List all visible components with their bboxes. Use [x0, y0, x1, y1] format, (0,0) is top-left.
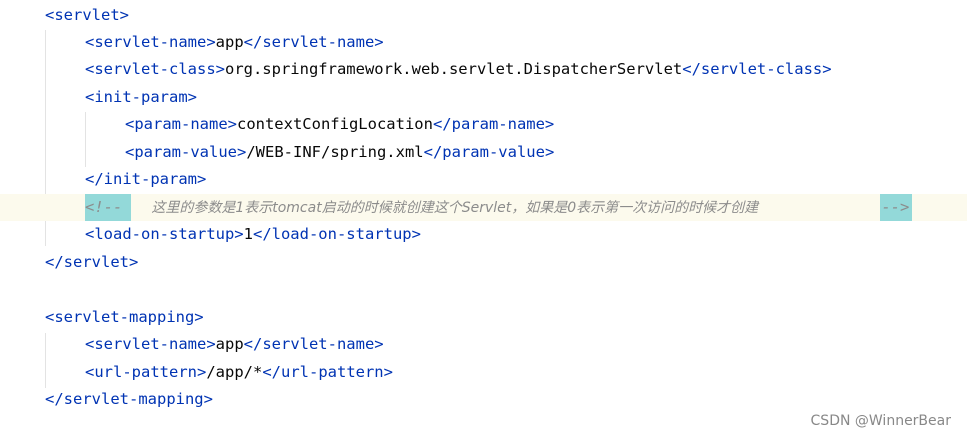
xml-tag: <init-param>: [85, 88, 197, 106]
xml-tag: <load-on-startup>: [85, 225, 244, 243]
xml-text: app: [215, 335, 244, 353]
xml-tag: <param-value>: [125, 143, 247, 161]
xml-comment: 这里的参数是1表示tomcat启动的时候就创建这个Servlet，如果是0表示第…: [151, 200, 759, 216]
xml-tag: <servlet-mapping>: [45, 308, 204, 326]
watermark: CSDN @WinnerBear: [810, 413, 951, 429]
code-line-7[interactable]: </init-param>: [0, 166, 967, 193]
xml-tag: </servlet>: [45, 253, 139, 271]
xml-text: 1: [243, 225, 253, 243]
xml-tag: </url-pattern>: [262, 363, 393, 381]
indent-guide: [85, 112, 86, 167]
xml-text: org.springframework.web.servlet.Dispatch…: [224, 60, 683, 78]
code-line-6[interactable]: <param-value>/WEB-INF/spring.xml</param-…: [0, 139, 967, 166]
xml-tag: <servlet>: [45, 6, 129, 24]
xml-tag: </init-param>: [85, 170, 207, 188]
xml-tag: </servlet-class>: [682, 60, 832, 78]
xml-tag: <param-name>: [125, 115, 237, 133]
xml-tag: <servlet-class>: [85, 60, 225, 78]
code-line-15[interactable]: </servlet-mapping>: [0, 386, 967, 413]
comment-open-marker: <!--: [85, 194, 132, 221]
xml-text: /app/*: [206, 363, 263, 381]
code-line-4[interactable]: <init-param>: [0, 84, 967, 111]
indent-guide: [45, 333, 46, 388]
indent-guide: [45, 30, 46, 246]
code-line-9[interactable]: <load-on-startup>1</load-on-startup>: [0, 221, 967, 248]
code-line-8-comment[interactable]: <!-- 这里的参数是1表示tomcat启动的时候就创建这个Servlet，如果是…: [0, 194, 967, 221]
xml-tag: <servlet-name>: [85, 335, 216, 353]
xml-tag: <url-pattern>: [85, 363, 207, 381]
code-line-1[interactable]: <servlet>: [0, 2, 967, 29]
comment-close-marker: -->: [880, 194, 913, 221]
code-line-2[interactable]: <servlet-name>app</servlet-name>: [0, 29, 967, 56]
xml-tag: </servlet-mapping>: [45, 390, 213, 408]
xml-tag: </servlet-name>: [243, 33, 384, 51]
xml-text: contextConfigLocation: [236, 115, 433, 133]
xml-tag: <servlet-name>: [85, 33, 216, 51]
code-line-10[interactable]: </servlet>: [0, 249, 967, 276]
xml-text: app: [215, 33, 244, 51]
xml-tag: </param-value>: [423, 143, 555, 161]
code-line-13[interactable]: <servlet-name>app</servlet-name>: [0, 331, 967, 358]
xml-tag: </param-name>: [432, 115, 555, 133]
code-line-3[interactable]: <servlet-class>org.springframework.web.s…: [0, 56, 967, 83]
xml-tag: </load-on-startup>: [252, 225, 421, 243]
xml-text: /WEB-INF/spring.xml: [246, 143, 424, 161]
code-line-14[interactable]: <url-pattern>/app/*</url-pattern>: [0, 359, 967, 386]
xml-tag: </servlet-name>: [243, 335, 384, 353]
code-line-12[interactable]: <servlet-mapping>: [0, 304, 967, 331]
code-line-5[interactable]: <param-name>contextConfigLocation</param…: [0, 111, 967, 138]
